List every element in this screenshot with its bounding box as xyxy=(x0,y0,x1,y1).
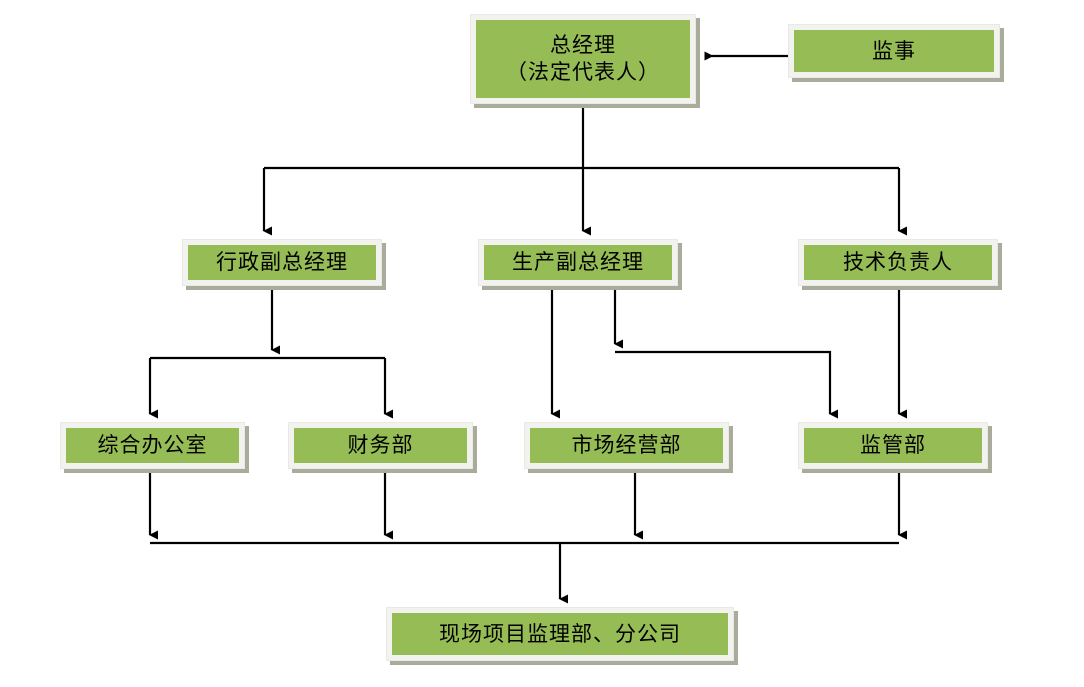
node-technical-director-line-1: 技术负责人 xyxy=(843,250,953,275)
node-regulatory-department-label: 监管部 xyxy=(804,428,982,463)
node-general-manager-line-2: （法定代表人） xyxy=(506,60,660,84)
node-general-manager-line-1: 总经理 xyxy=(550,33,616,58)
node-finance-department-line-1: 财务部 xyxy=(347,433,414,458)
node-admin-vice-gm-label: 行政副总经理 xyxy=(188,245,376,280)
node-general-office-label: 综合办公室 xyxy=(66,428,239,463)
node-production-vice-gm-label: 生产副总经理 xyxy=(484,245,672,280)
node-market-operations-department-line-1: 市场经营部 xyxy=(571,433,682,458)
node-site-project-supervision-branch-label: 现场项目监理部、分公司 xyxy=(392,613,728,655)
node-admin-vice-gm-line-1: 行政副总经理 xyxy=(216,250,348,275)
node-site-project-supervision-branch-line-1: 现场项目监理部、分公司 xyxy=(439,621,681,646)
node-supervisor-label: 监事 xyxy=(794,30,994,72)
node-admin-vice-gm[interactable]: 行政副总经理 xyxy=(182,239,382,286)
node-finance-department[interactable]: 财务部 xyxy=(288,422,473,469)
node-supervisor-line-1: 监事 xyxy=(872,38,916,63)
edge-production-elbow xyxy=(615,350,838,419)
node-general-manager[interactable]: 总经理 （法定代表人） xyxy=(470,14,696,104)
node-site-project-supervision-branch[interactable]: 现场项目监理部、分公司 xyxy=(386,607,734,661)
node-technical-director[interactable]: 技术负责人 xyxy=(798,239,998,286)
node-production-vice-gm-line-1: 生产副总经理 xyxy=(512,250,644,275)
node-regulatory-department[interactable]: 监管部 xyxy=(798,422,988,469)
node-market-operations-department[interactable]: 市场经营部 xyxy=(524,422,729,469)
node-production-vice-gm[interactable]: 生产副总经理 xyxy=(478,239,678,286)
node-general-office-line-1: 综合办公室 xyxy=(97,433,208,458)
node-technical-director-label: 技术负责人 xyxy=(804,245,992,280)
node-general-manager-label: 总经理 （法定代表人） xyxy=(476,20,690,98)
node-regulatory-department-line-1: 监管部 xyxy=(860,433,926,458)
node-market-operations-department-label: 市场经营部 xyxy=(530,428,723,463)
node-supervisor[interactable]: 监事 xyxy=(788,24,1000,78)
node-general-office[interactable]: 综合办公室 xyxy=(60,422,245,469)
node-finance-department-label: 财务部 xyxy=(294,428,467,463)
